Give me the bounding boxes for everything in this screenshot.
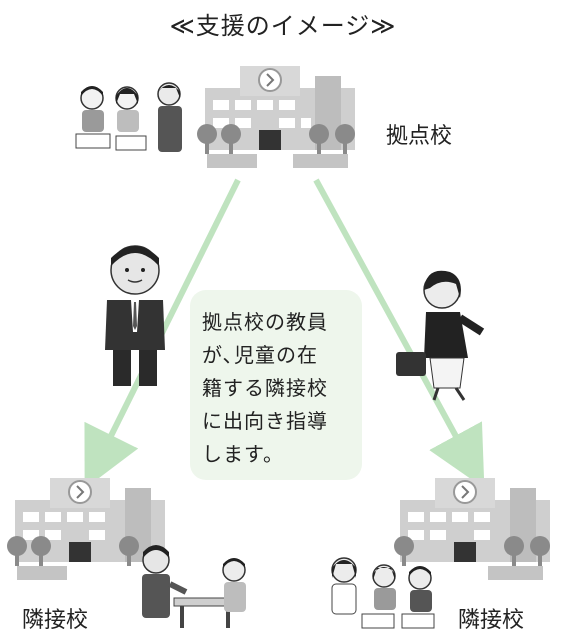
female-teacher-illustration (396, 270, 485, 401)
callout-line: 籍する隣接校 (202, 376, 328, 400)
male-teacher-illustration (105, 245, 165, 386)
children-studying-illustration (331, 557, 435, 629)
callout-text: 拠点校の教員 が､児童の在 籍する隣接校 に出向き指導 します。 (202, 306, 352, 471)
callout-line: に出向き指導 (202, 409, 328, 433)
description-callout: 拠点校の教員 が､児童の在 籍する隣接校 に出向き指導 します。 (190, 290, 362, 480)
right-neighbor-school-building (394, 478, 550, 580)
right-neighbor-school-label: 隣接校 (458, 608, 525, 633)
hub-school-label: 拠点校 (386, 124, 453, 149)
left-neighbor-school-label: 隣接校 (22, 608, 89, 633)
callout-line: します。 (202, 442, 284, 466)
students-with-teacher-illustration (75, 82, 182, 152)
hub-school-building (197, 66, 355, 168)
diagram-title: ≪支援のイメージ≫ (169, 12, 397, 40)
arrow-to-right-school (313, 178, 485, 489)
left-neighbor-school-building (7, 478, 165, 580)
arrow-to-left-school (84, 178, 241, 489)
callout-line: が､児童の在 (202, 343, 318, 367)
callout-line: 拠点校の教員 (202, 310, 328, 334)
teacher-with-student-illustration (142, 545, 246, 628)
